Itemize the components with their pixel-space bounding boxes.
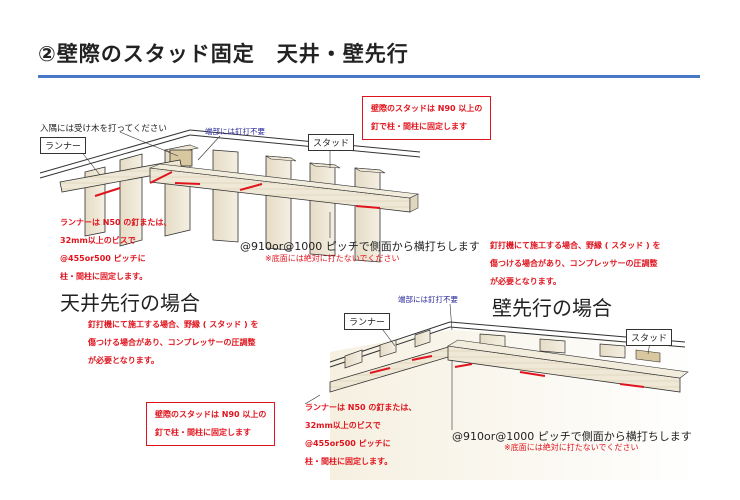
stud-fix-note-box-wall: 壁際のスタッドは N90 以上の 釘で柱・間柱に固定します <box>146 402 276 446</box>
runner-fix-wall-line-2: 32mm以上のビスで <box>305 421 381 430</box>
runner-fix-note-wall: ランナーは N50 の釘または、 32mm以上のビスで @455or500 ピッ… <box>305 399 416 471</box>
stud-fix-line-2: 釘で柱・間柱に固定します <box>371 122 467 131</box>
runner-fix-line-2: 32mm以上のビスで <box>60 236 136 245</box>
wall-first-heading: 壁先行の場合 <box>492 296 612 320</box>
nailgun-wall-line-3: が必要となります。 <box>490 277 561 286</box>
corner-block-note: 入隅には受け木を打ってください <box>40 124 167 134</box>
stud-fix-line-1: 壁際のスタッドは N90 以上の <box>371 104 483 113</box>
caution-note-wall: ※底面には絶対に打たないでください <box>504 443 639 452</box>
stud-fix-wall-line-1: 壁際のスタッドは N90 以上の <box>155 410 267 419</box>
stud-label-wall: スタッド <box>626 329 673 346</box>
nailgun-line-2: 傷つける場合があり、コンプレッサーの圧調整 <box>88 338 256 347</box>
nailgun-wall-line-2: 傷つける場合があり、コンプレッサーの圧調整 <box>490 259 658 268</box>
pitch-note-wall: @910or@1000 ピッチで側面から横打ちします <box>452 430 692 443</box>
stud-fix-wall-line-2: 釘で柱・間柱に固定します <box>155 428 251 437</box>
nailgun-note-ceiling: 釘打機にて施工する場合、野縁 ( スタッド ) を 傷つける場合があり、コンプレ… <box>88 316 258 370</box>
ceiling-first-diagram <box>39 129 421 263</box>
pitch-note: @910or@1000 ピッチで側面から横打ちします <box>240 240 480 253</box>
nailgun-wall-line-1: 釘打機にて施工する場合、野縁 ( スタッド ) を <box>490 241 661 250</box>
nailgun-note-wall: 釘打機にて施工する場合、野縁 ( スタッド ) を 傷つける場合があり、コンプレ… <box>490 237 660 291</box>
runner-fix-wall-line-4: 柱・間柱に固定します。 <box>305 457 393 466</box>
runner-label-wall: ランナー <box>344 313 391 330</box>
runner-fix-line-4: 柱・間柱に固定します。 <box>60 272 148 281</box>
edge-no-nail-note: 端部には釘打不要 <box>205 127 265 136</box>
edge-no-nail-note-wall: 端部には釘打不要 <box>398 295 458 304</box>
runner-label: ランナー <box>40 137 87 154</box>
runner-fix-wall-line-3: @455or500 ピッチに <box>305 439 391 448</box>
runner-fix-line-1: ランナーは N50 の釘または、 <box>60 218 172 227</box>
stud-fix-note-box: 壁際のスタッドは N90 以上の 釘で柱・間柱に固定します <box>362 96 492 140</box>
runner-fix-wall-line-1: ランナーは N50 の釘または、 <box>305 403 417 412</box>
stud-label: スタッド <box>308 134 355 151</box>
page-title: ②壁際のスタッド固定 天井・壁先行 <box>38 42 409 66</box>
runner-fix-line-3: @455or500 ピッチに <box>60 254 146 263</box>
nailgun-line-3: が必要となります。 <box>88 356 159 365</box>
nailgun-line-1: 釘打機にて施工する場合、野縁 ( スタッド ) を <box>88 320 259 329</box>
runner-fix-note: ランナーは N50 の釘または、 32mm以上のビスで @455or500 ピッ… <box>60 214 171 286</box>
title-underline <box>38 75 700 78</box>
caution-note: ※底面には絶対に打たないでください <box>265 254 400 263</box>
ceiling-first-heading: 天井先行の場合 <box>60 291 200 315</box>
wall-first-diagram <box>304 303 700 480</box>
